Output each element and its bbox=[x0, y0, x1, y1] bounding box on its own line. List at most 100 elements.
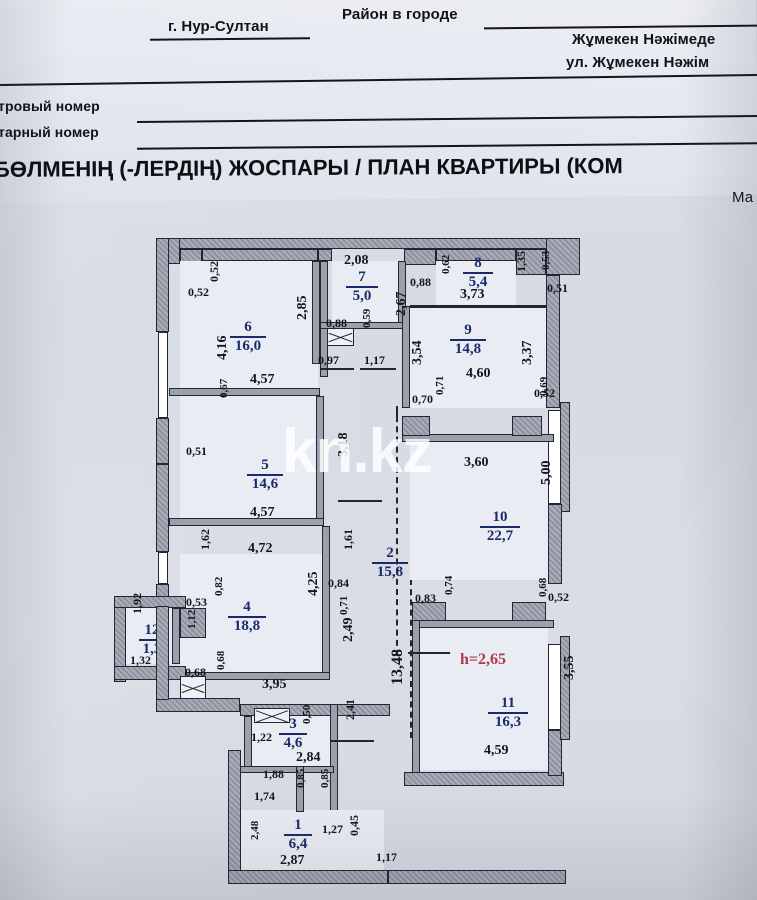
page-title: БӨЛМЕНІҢ (-ЛЕРДІҢ) ЖОСПАРЫ / ПЛАН КВАРТИ… bbox=[0, 153, 623, 182]
wall-room9-right-pier bbox=[546, 275, 560, 408]
dim-2-41: 2,41 bbox=[343, 699, 357, 720]
dim-4-59: 4,59 bbox=[484, 743, 509, 758]
dim-0-85-a: 0,85 bbox=[295, 768, 307, 788]
wall-room9-top bbox=[410, 305, 546, 308]
dim-4-57-a: 4,57 bbox=[250, 372, 275, 387]
room-9-label: 9 14,8 bbox=[445, 323, 491, 357]
room-4-number: 4 bbox=[243, 599, 251, 615]
room-4-divider bbox=[228, 616, 266, 618]
room-5-divider bbox=[247, 474, 283, 476]
dim-4-57-b: 4,57 bbox=[250, 505, 275, 520]
dim-4-72: 4,72 bbox=[248, 541, 273, 556]
dim-0-50: 0,50 bbox=[301, 704, 313, 724]
wall-room5-right bbox=[316, 396, 324, 523]
wall-room9-left bbox=[402, 306, 410, 408]
dim-0-83: 0,83 bbox=[415, 591, 436, 605]
dim-4-25: 4,25 bbox=[306, 571, 321, 597]
room-11-area: 16,3 bbox=[494, 713, 522, 730]
wall-exterior-left-mid bbox=[156, 418, 169, 464]
dim-4-60: 4,60 bbox=[466, 366, 491, 381]
dim-1-74: 1,74 bbox=[254, 789, 275, 803]
wall-exterior-top-left-return bbox=[168, 238, 180, 264]
room-2-label: 2 15,8 bbox=[368, 546, 412, 580]
wall-room6-right bbox=[312, 261, 320, 364]
dim-tick-e bbox=[330, 740, 374, 742]
room-3-label: 3 4,6 bbox=[273, 717, 313, 751]
dim-2-67: 2,67 bbox=[394, 291, 409, 317]
wall-room7-left bbox=[320, 261, 328, 377]
dim-3-55: 3,55 bbox=[562, 655, 577, 681]
corridor-dash-right bbox=[410, 528, 412, 738]
room-8-divider bbox=[463, 272, 493, 274]
city-label: г. Нур-Султан bbox=[168, 18, 269, 35]
room-2-divider bbox=[372, 562, 408, 564]
wall-balcony-right-upper-top bbox=[560, 402, 570, 512]
dim-1-22: 1,22 bbox=[251, 730, 272, 744]
dim-3-73: 3,73 bbox=[460, 287, 485, 302]
room-6-divider bbox=[230, 336, 266, 338]
dim-2-85: 2,85 bbox=[295, 295, 310, 321]
dim-2-48: 2,48 bbox=[249, 820, 261, 840]
dim-1-17-a: 1,17 bbox=[364, 353, 385, 367]
room-5-floor bbox=[180, 396, 320, 523]
wall-top-room7-pier bbox=[318, 249, 332, 261]
dim-0-53-b: 0,53 bbox=[186, 595, 207, 609]
wall-room1-bottom bbox=[228, 870, 388, 884]
wall-room11-bottom bbox=[404, 772, 564, 786]
room-9-area: 14,8 bbox=[454, 340, 482, 357]
room-1-area: 6,4 bbox=[288, 835, 308, 852]
dim-1-12: 1,12 bbox=[186, 609, 198, 629]
wall-room12-outer-top bbox=[114, 596, 186, 608]
room-3-area: 4,6 bbox=[283, 734, 303, 751]
wall-exterior-left-lower bbox=[156, 464, 169, 552]
dim-3-60: 3,60 bbox=[464, 455, 489, 470]
wall-room10-top bbox=[402, 434, 554, 442]
room-11-divider bbox=[488, 712, 528, 714]
dim-0-62: 0,62 bbox=[440, 254, 452, 274]
dim-1-62: 1,62 bbox=[198, 529, 212, 550]
wall-room10-top-right-pier bbox=[512, 416, 542, 436]
dim-3-37: 3,37 bbox=[520, 340, 535, 366]
wall-room10-top-left-pier bbox=[402, 416, 430, 436]
wall-room11-top bbox=[412, 620, 554, 628]
dim-0-53-a: 0,53 bbox=[540, 250, 552, 270]
wall-room4-right bbox=[322, 526, 330, 674]
room-4-area: 18,8 bbox=[233, 617, 261, 634]
dim-0-59: 0,59 bbox=[361, 308, 373, 328]
wall-top-right-return bbox=[546, 238, 580, 275]
room-7-floor bbox=[332, 261, 404, 324]
dim-1-61: 1,61 bbox=[341, 529, 355, 550]
wall-lower-left-bottom bbox=[156, 698, 240, 712]
dim-0-52-d: 0,52 bbox=[548, 590, 569, 604]
dim-tick-a bbox=[320, 368, 354, 370]
room-6-label: 6 16,0 bbox=[222, 320, 274, 354]
wall-room12-right bbox=[172, 608, 180, 664]
dim-0-71-b: 0,71 bbox=[338, 595, 350, 615]
room-10-floor bbox=[410, 442, 548, 580]
wall-balcony-right-lower-band bbox=[560, 636, 570, 740]
room-11-floor bbox=[420, 628, 548, 770]
room-7-area: 5,0 bbox=[352, 287, 372, 304]
room-5-area: 14,6 bbox=[251, 475, 279, 492]
door-room7-bottom bbox=[327, 328, 354, 346]
street-name-ru: ул. Жұмекен Нәжім bbox=[566, 54, 710, 71]
room-1-label: 1 6,4 bbox=[278, 818, 318, 852]
room-9-number: 9 bbox=[464, 322, 472, 338]
wall-top-room8-band bbox=[436, 249, 516, 261]
wall-room1-mid-vert bbox=[296, 766, 304, 812]
cadastral-number-label: тровый номер bbox=[0, 98, 100, 114]
room-1-floor bbox=[240, 810, 384, 872]
room-1-divider bbox=[284, 834, 312, 836]
wall-room10-right bbox=[548, 504, 562, 584]
wall-top-left-band bbox=[202, 249, 318, 261]
room-9-floor bbox=[410, 306, 546, 408]
dim-tick-d bbox=[408, 652, 450, 654]
wall-top-room8-right-pier bbox=[516, 249, 546, 275]
dim-1-88: 1,88 bbox=[263, 767, 284, 781]
room-10-divider bbox=[480, 526, 520, 528]
room-7-divider bbox=[346, 286, 378, 288]
dim-0-97: 0,97 bbox=[318, 353, 339, 367]
wall-top-room8-left-pier bbox=[404, 249, 436, 265]
wall-exterior-left-upper bbox=[156, 238, 169, 332]
dim-0-69: 0,69 bbox=[538, 376, 550, 396]
